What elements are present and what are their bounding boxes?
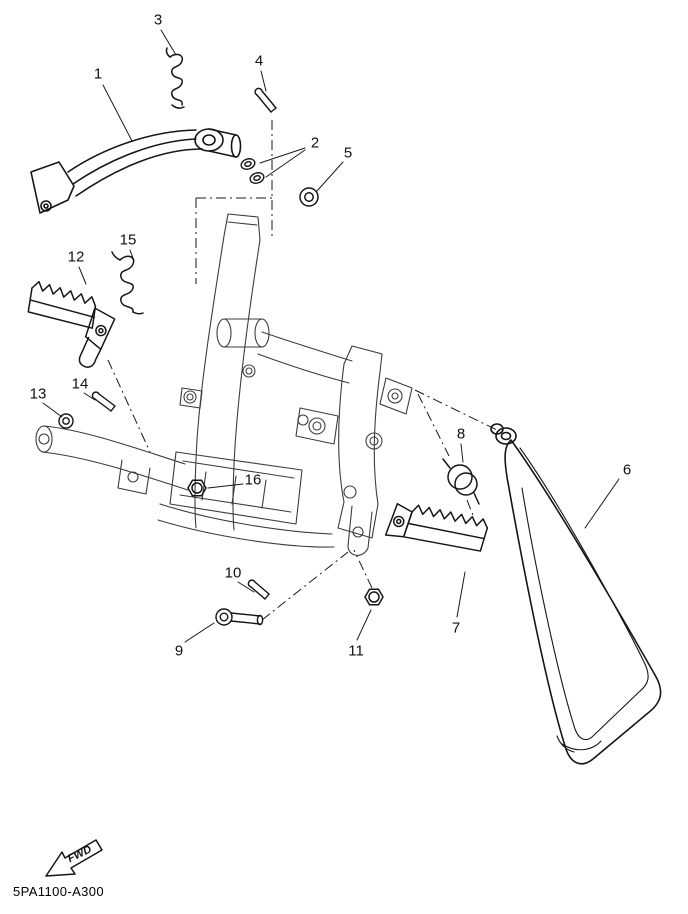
cotter-pin-10: [247, 579, 270, 600]
part-number-12: 12: [67, 248, 85, 266]
stand-spring-8: [442, 458, 480, 505]
washer-5: [299, 187, 319, 207]
part-number-3: 3: [153, 11, 163, 29]
fwd-arrow-outline: [45, 839, 103, 877]
leader-lines: [42, 29, 620, 643]
part-number-10: 10: [224, 564, 242, 582]
diagram-code: 5PA1100-A300: [13, 884, 105, 899]
cotter-pin-14: [91, 391, 116, 412]
footrest-7: [384, 503, 489, 552]
bolt-washer-9: [215, 608, 264, 626]
part-number-7: 7: [451, 619, 461, 637]
part-number-13: 13: [29, 385, 47, 403]
side-stand-6: [490, 423, 662, 765]
nut-11: [364, 588, 384, 606]
washer-13: [58, 413, 74, 429]
fwd-arrow: FWD: [45, 839, 103, 877]
fwd-arrow-label: FWD: [66, 843, 94, 865]
part-number-5: 5: [343, 144, 353, 162]
cotter-pin-4: [254, 87, 277, 113]
part-number-11: 11: [348, 642, 364, 660]
footrest-12: [27, 280, 116, 368]
washers-2: [240, 158, 265, 184]
part-number-6: 6: [622, 461, 632, 479]
footrest-spring-15: [111, 251, 144, 315]
part-number-14: 14: [71, 375, 89, 393]
part-number-16: 16: [244, 471, 262, 489]
construction-lines: [107, 120, 498, 621]
brake-pedal-lever: [30, 128, 242, 214]
part-number-1: 1: [93, 65, 103, 83]
frame-outline: [35, 213, 413, 556]
part-number-8: 8: [456, 425, 466, 443]
nut-16: [187, 479, 207, 497]
part-number-9: 9: [174, 642, 184, 660]
part-number-4: 4: [254, 52, 264, 70]
pedal-return-spring: [165, 47, 185, 109]
part-number-2: 2: [310, 134, 320, 152]
part-number-15: 15: [119, 231, 137, 249]
